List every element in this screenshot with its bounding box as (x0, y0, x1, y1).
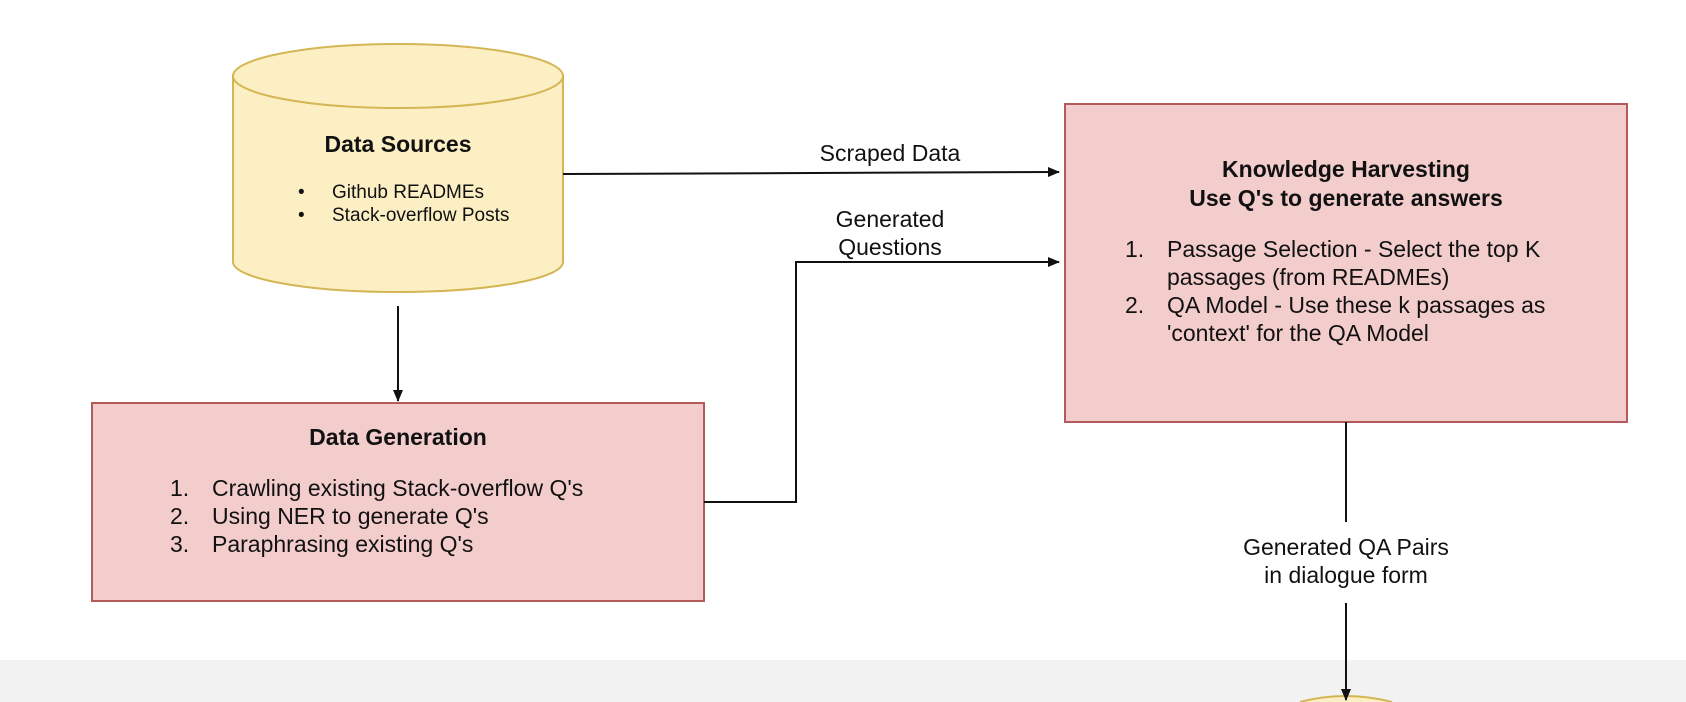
list-item: 3.Paraphrasing existing Q's (170, 531, 474, 557)
generated-questions-label: Generated Questions (835, 206, 945, 260)
list-item: 2.QA Model - Use these k passages as 'co… (1125, 292, 1546, 346)
list-item: 1.Crawling existing Stack-overflow Q's (170, 475, 584, 501)
list-item: •Stack-overflow Posts (298, 205, 510, 226)
generated-questions-edge (704, 257, 1060, 503)
knowledge-harvesting-list: 1.Passage Selection - Select the top K p… (1125, 235, 1620, 347)
bullet-icon: • (298, 205, 305, 226)
data-sources-list: •Github READMEs •Stack-overflow Posts (298, 181, 528, 227)
scraped-data-edge (562, 167, 1060, 178)
data-generation-list: 1.Crawling existing Stack-overflow Q's 2… (170, 474, 690, 558)
data-sources-title: Data Sources (324, 131, 472, 157)
list-item: •Github READMEs (298, 182, 485, 203)
scraped-data-label: Scraped Data (819, 140, 961, 166)
knowledge-harvesting-box (1064, 103, 1628, 423)
list-item: 2.Using NER to generate Q's (170, 503, 489, 529)
data-generation-box (91, 402, 705, 602)
data-sources-cylinder (232, 43, 564, 293)
bullet-icon: • (298, 182, 305, 203)
list-item: 1.Passage Selection - Select the top K p… (1125, 236, 1541, 290)
generated-qa-pairs-label: Generated QA Pairs in dialogue form (1196, 533, 1496, 589)
data-generation-title: Data Generation (309, 424, 487, 450)
knowledge-harvesting-title: Knowledge Harvesting Use Q's to generate… (1189, 156, 1503, 211)
